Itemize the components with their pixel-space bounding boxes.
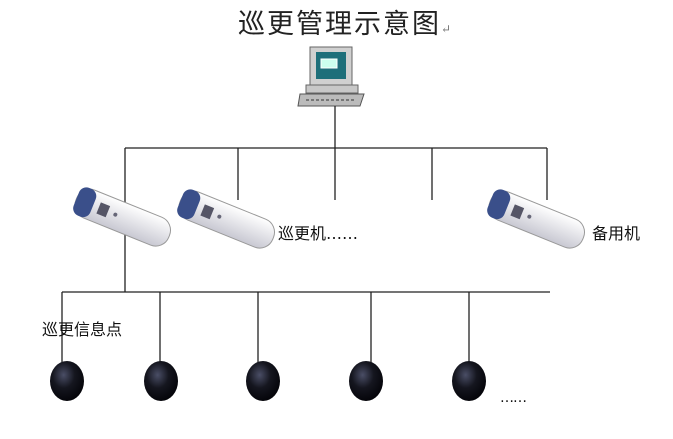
checkpoint-icon <box>349 361 383 401</box>
patrol-scanner-icon <box>70 184 176 251</box>
spare-scanner-label: 备用机 <box>592 224 641 243</box>
checkpoint-icon <box>246 361 280 401</box>
patrol-scanner-icon <box>174 186 280 253</box>
checkpoint-icon <box>144 361 178 401</box>
checkpoints <box>50 361 486 401</box>
return-mark: ↵ <box>441 22 454 36</box>
diagram-title: 巡更管理示意图↵ <box>238 2 453 41</box>
computer-icon <box>297 46 365 107</box>
checkpoint-label: 巡更信息点 <box>42 320 123 339</box>
more-checkpoints-ellipsis: …… <box>500 390 527 406</box>
scanner-label: 巡更机…… <box>278 224 359 243</box>
title-text: 巡更管理示意图 <box>238 9 441 40</box>
checkpoint-icon <box>452 361 486 401</box>
checkpoint-icon <box>50 361 84 401</box>
spare-scanner-icon <box>484 186 590 253</box>
